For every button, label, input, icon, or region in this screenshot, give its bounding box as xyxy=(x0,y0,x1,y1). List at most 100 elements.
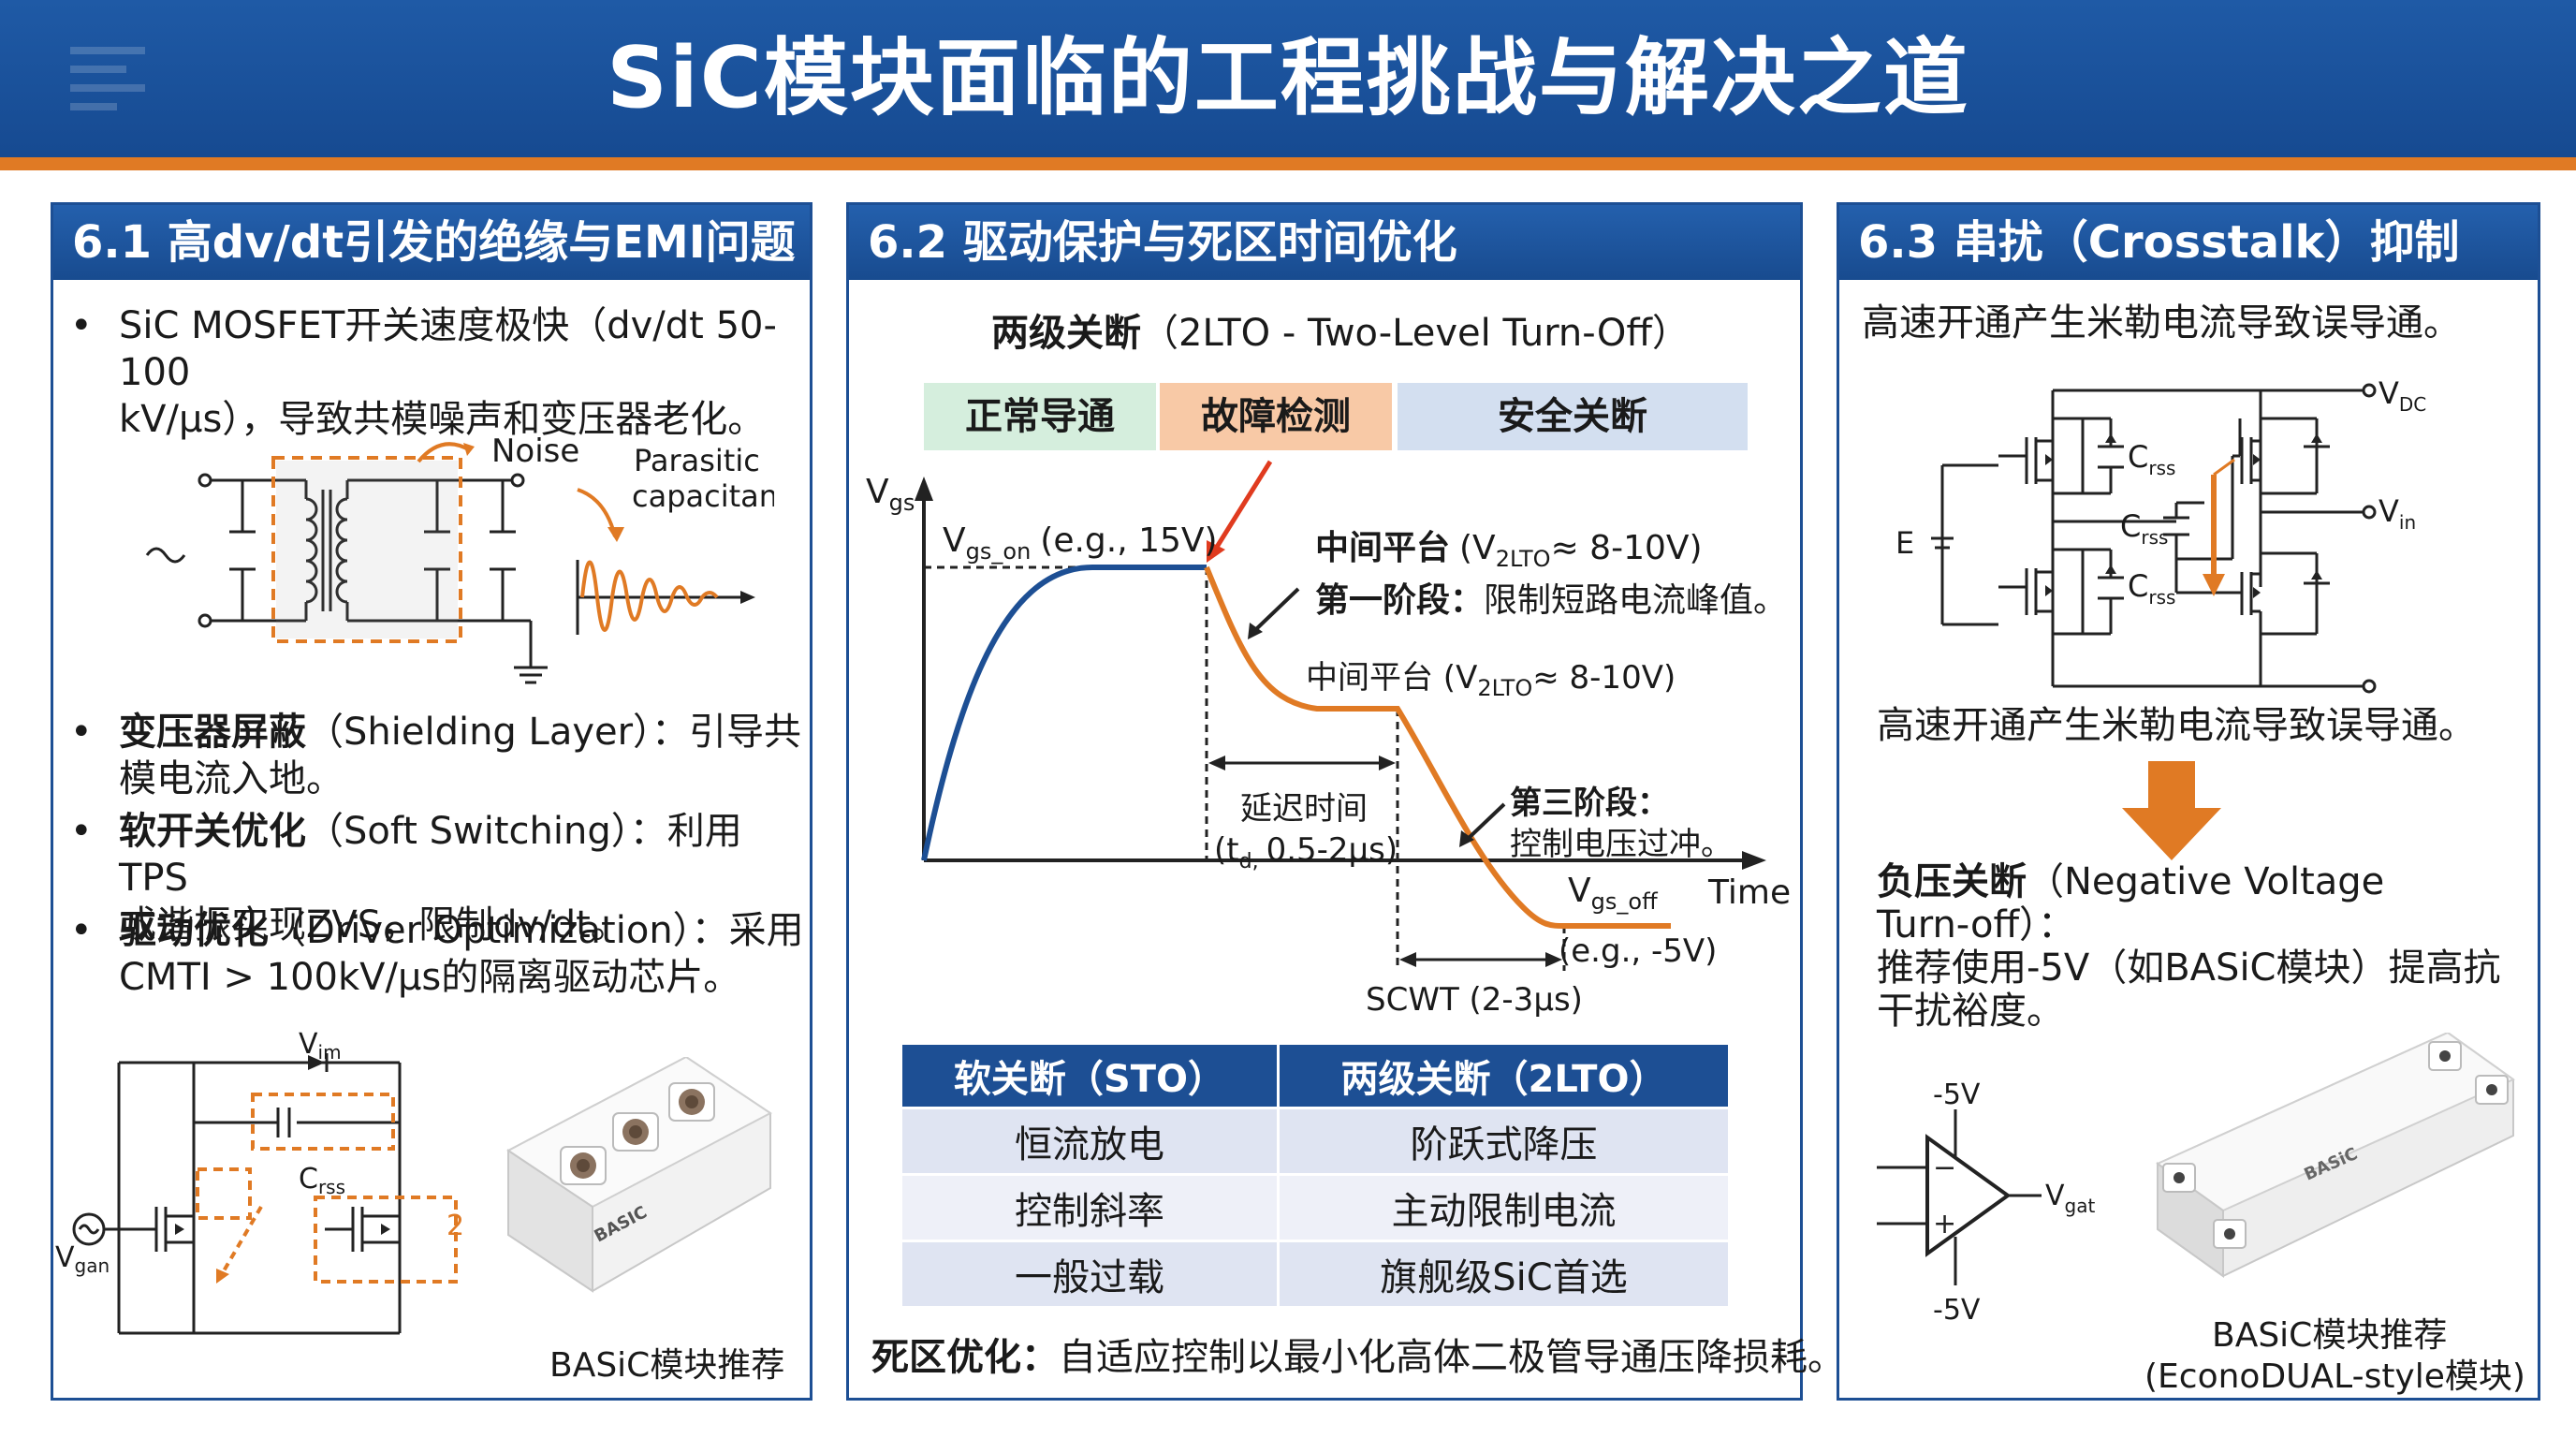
panel-crosstalk: 6.3 串扰（Crosstalk）抑制 高速开通产生米勒电流导致误导通。 xyxy=(1837,202,2540,1401)
transformer-noise-diagram: Noise Parasitic capacitance xyxy=(145,433,774,684)
mid-plateau-label: 中间平台(V2LTO≈ 8-10V) xyxy=(1315,529,1703,572)
table-cell: 主动限制电流 xyxy=(1276,1173,1732,1242)
crosstalk-intro: 高速开通产生米勒电流导致误导通。 xyxy=(1862,301,2461,345)
stage-3-text: 控制电压过冲。 xyxy=(1510,826,1733,863)
crosstalk-explanation: 高速开通产生米勒电流导致误导通。 xyxy=(1877,704,2476,747)
panel-header: 6.1 高dv/dt引发的绝缘与EMI问题 xyxy=(53,205,810,280)
panel-header: 6.2 驱动保护与死区时间优化 xyxy=(849,205,1800,280)
negative-voltage-title: 负压关断 xyxy=(1877,860,2027,903)
table-row: 一般过载 旗舰级SiC首选 xyxy=(900,1240,1732,1309)
phase-normal-conduction: 正常导通 xyxy=(924,383,1156,450)
opamp-icon xyxy=(1925,1134,2012,1257)
table-row: 控制斜率 主动限制电流 xyxy=(900,1173,1732,1242)
stage-1-pointer xyxy=(1253,587,1300,632)
vgs-off-value: (e.g., -5V) xyxy=(1559,932,1717,970)
page-title: SiC模块面临的工程挑战与解决之道 xyxy=(607,29,1969,127)
bullet-text-line-2: 或谐振实现ZVS，限制dv/dt。 xyxy=(119,903,628,946)
turn-on-curve xyxy=(921,565,1207,861)
shield-box xyxy=(271,456,462,643)
panel-insulation-emi: 6.1 高dv/dt引发的绝缘与EMI问题 • SiC MOSFET开关速度极快… xyxy=(51,202,812,1401)
bullet-dot: • xyxy=(70,810,93,853)
vgs-off-label: Vgs_off xyxy=(1568,872,1658,915)
crss-highlight-box xyxy=(251,1093,395,1151)
table-cell: 阶跃式降压 xyxy=(1276,1107,1732,1176)
banner-accent-stripe xyxy=(0,157,2576,170)
bullet-text: （Soft Switching）：利用TPS xyxy=(119,810,742,900)
logo-icon xyxy=(70,47,145,110)
panel-header: 6.3 串扰（Crosstalk）抑制 xyxy=(1839,205,2538,280)
dead-time-footer: 死区优化：自适应控制以最小化高体二极管导通压降损耗。 xyxy=(871,1327,1845,1381)
table-header-2lto: 两级关断（2LTO） xyxy=(1276,1042,1732,1109)
bullet-dot: • xyxy=(70,909,93,952)
negative-voltage-line-2: Turn-off）： xyxy=(1877,903,2076,946)
phase-safe-turnoff: 安全关断 xyxy=(1398,383,1748,450)
dead-time-text: 自适应控制以最小化高体二极管导通压降损耗。 xyxy=(1059,1336,1845,1379)
vgan-label: Vgan xyxy=(55,1241,110,1277)
module-caption-line-2: (EconoDUAL-style模块) xyxy=(2144,1357,2525,1396)
ac-source-icon xyxy=(145,547,186,564)
terminal-screw-icon xyxy=(560,1082,715,1185)
crss-highlight-box xyxy=(314,1196,458,1284)
crss-label-top: Crss xyxy=(2128,439,2175,479)
2lto-subtitle-bold: 两级关断 xyxy=(991,312,1141,355)
vim-label: Vim xyxy=(299,1029,342,1064)
two-level-turnoff-curve xyxy=(1204,565,1671,929)
neg5v-top-label: -5V xyxy=(1933,1081,1981,1111)
crss-highlight-box xyxy=(196,1167,252,1220)
2lto-waveform-diagram: Vgs Time Vgs_on(e.g., 15V) 中间平台(V2LTO≈ 8… xyxy=(866,460,1791,1019)
crss-label: Crss xyxy=(299,1163,345,1198)
parasitic-label-2: capacitance xyxy=(632,478,774,514)
neg5v-bottom-label: -5V xyxy=(1933,1294,1981,1327)
table-row: 恒流放电 阶跃式降压 xyxy=(900,1107,1732,1176)
opamp-plus: + xyxy=(1933,1208,1956,1240)
dead-time-title: 死区优化： xyxy=(871,1336,1059,1379)
soft-switching-bullet: • 软开关优化（Soft Switching）：利用TPS 或谐振实现ZVS，限… xyxy=(70,808,810,948)
shielding-bullet: • 变压器屏蔽（Shielding Layer）：引导共 模电流入地。 xyxy=(70,709,801,802)
gate-driver-opamp-diagram: − + -5V -5V Vgat xyxy=(1877,1081,2095,1327)
bullet-title: 变压器屏蔽 xyxy=(119,711,306,754)
bullet-text-line-2: CMTI > 100kV/μs的隔离驱动芯片。 xyxy=(119,956,741,999)
table-header-sto: 软关断（STO） xyxy=(900,1042,1280,1109)
diode-icon xyxy=(308,1055,325,1070)
econodual-module-image: BASiC xyxy=(2156,1033,2515,1278)
module-caption: BASiC模块推荐 xyxy=(549,1346,785,1385)
basic-module-image: BASIC xyxy=(506,1057,772,1293)
crosstalk-bridge-diagram: VDC Vin E Crss Crss Crss xyxy=(1895,375,2426,694)
intro-line-1: SiC MOSFET开关速度极快（dv/dt 50-100 xyxy=(119,304,777,394)
sto-vs-2lto-table: 软关断（STO） 两级关断（2LTO） 恒流放电 阶跃式降压 控制斜率 主动限制… xyxy=(900,1042,1732,1309)
2lto-subtitle-rest: （2LTO - Two-Level Turn-Off） xyxy=(1141,312,1690,355)
e-source-label: E xyxy=(1895,525,1914,561)
bullet-dot: • xyxy=(70,711,93,754)
bullet-text: （Driver Optimization）：采用 xyxy=(269,909,804,952)
bullet-title: 软开关优化 xyxy=(119,810,306,853)
vin-label: Vin xyxy=(2378,493,2416,534)
parasitic-label-1: Parasitic xyxy=(634,443,760,478)
vgs-axis-label: Vgs xyxy=(866,473,915,516)
vgat-label: Vgat xyxy=(2045,1180,2095,1217)
miller-arrow xyxy=(220,1205,263,1276)
table-cell: 一般过载 xyxy=(900,1240,1280,1309)
down-arrow-icon xyxy=(2122,761,2221,860)
opamp-minus: − xyxy=(1933,1152,1956,1184)
crss-label-mid: Crss xyxy=(2120,508,2168,549)
vdc-label: VDC xyxy=(2378,375,2426,416)
delay-time-range: (td,0.5-2μs) xyxy=(1214,831,1398,873)
bullet-title: 驱动优化 xyxy=(119,909,269,952)
module-caption-line-1: BASiC模块推荐 xyxy=(2212,1316,2448,1355)
node-2-label: 2 xyxy=(446,1210,464,1242)
stage-3-pointer xyxy=(1465,802,1506,842)
stage-1-label: 第一阶段：限制短路电流峰值。 xyxy=(1315,581,1787,620)
negative-voltage-block: 负压关断（Negative Voltage Turn-off）： 推荐使用-5V… xyxy=(1877,860,2500,1033)
crss-label-bottom: Crss xyxy=(2128,568,2175,609)
bullet-dot: • xyxy=(70,304,93,347)
fault-arrow xyxy=(1211,460,1273,553)
table-cell: 恒流放电 xyxy=(900,1107,1280,1176)
negative-voltage-line-3: 推荐使用-5V（如BASiC模块）提高抗 xyxy=(1877,946,2501,990)
mid-plateau-label-2: 中间平台 (V2LTO≈ 8-10V) xyxy=(1306,659,1676,701)
table-cell: 旗舰级SiC首选 xyxy=(1276,1240,1732,1309)
stage-3-label: 第三阶段： xyxy=(1510,785,1669,822)
bullet-text: （Shielding Layer）：引导共 xyxy=(306,711,802,754)
ringing-waveform xyxy=(576,560,755,635)
driver-optimization-bullet: • 驱动优化（Driver Optimization）：采用 CMTI > 10… xyxy=(70,907,804,1001)
time-axis-label: Time xyxy=(1707,873,1791,912)
